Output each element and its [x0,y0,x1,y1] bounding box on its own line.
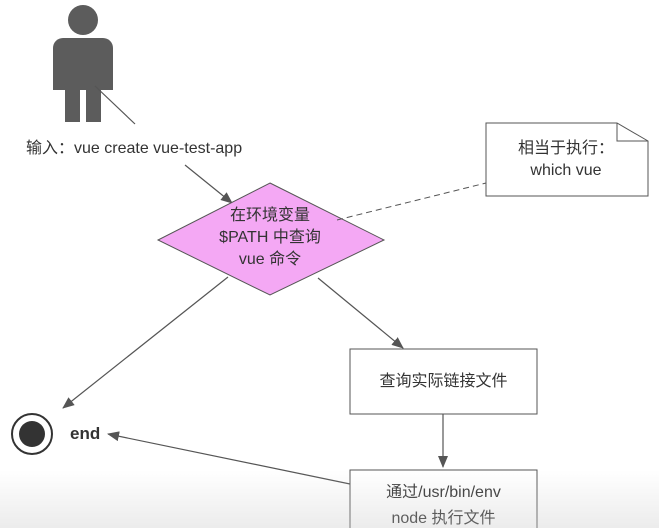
actor-person-icon [53,5,113,122]
note-shape [485,122,649,197]
end-node-icon [11,413,53,455]
note-line-1: 相当于执行： [517,140,614,157]
process-execute-line-1: 通过/usr/bin/env [386,484,501,501]
arrow-execute-to-end [107,431,351,485]
end-label: end [70,424,101,443]
decision-line-3: vue 命令 [238,251,302,268]
note-dashed-connector [336,182,487,221]
decision-diamond [156,182,386,296]
decision-line-2: $PATH 中查询 [219,229,321,246]
process-lookup-label: 查询实际链接文件 [379,373,508,390]
actor-connector-line [94,85,136,125]
note-text: 相当于执行： which vue [490,138,642,182]
note-line-2: which vue [530,162,602,179]
arrow-input-to-decision [184,164,233,204]
process-execute-text: 通过/usr/bin/env node 执行文件 [350,482,537,528]
arrow-decision-to-lookup [317,277,404,349]
process-box-lookup [349,348,538,415]
input-command-label: 输入：vue create vue-test-app [26,140,243,157]
decision-line-1: 在环境变量 [229,207,310,224]
process-box-execute [349,469,538,528]
process-execute-line-2: node 执行文件 [391,510,496,527]
arrow-decision-to-end [62,276,229,409]
decision-text: 在环境变量 $PATH 中查询 vue 命令 [196,205,344,271]
